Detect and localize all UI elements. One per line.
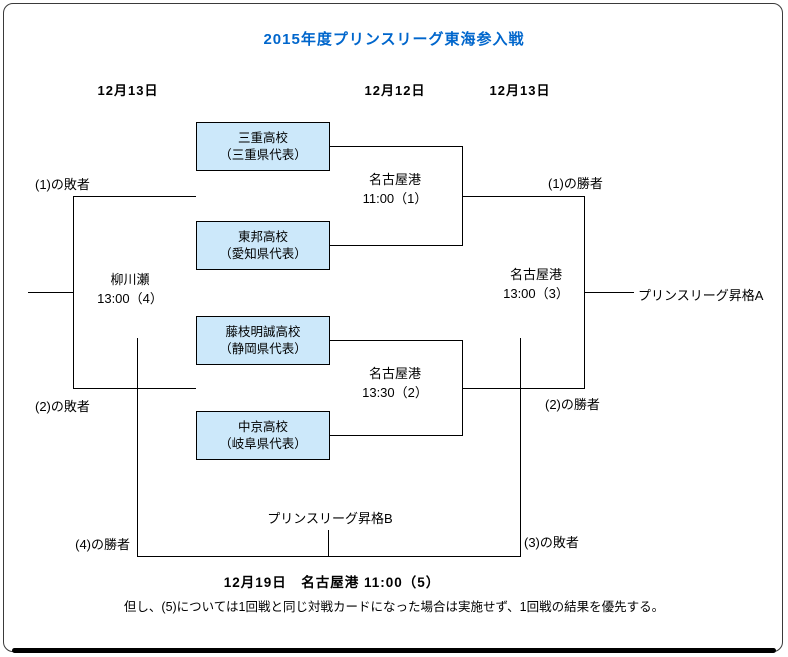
team-box-chukyo: 中京高校 （岐阜県代表） xyxy=(196,411,330,460)
connector-line-match2-top xyxy=(330,340,462,341)
connector-line-winner2-out xyxy=(462,388,584,389)
connector-line-loser2-out xyxy=(73,388,196,389)
match4-time: 13:00（4） xyxy=(97,291,163,306)
match4-info: 柳川瀬 13:00（4） xyxy=(65,270,195,308)
connector-line-promotion-a-out xyxy=(584,292,634,293)
connector-line-winner4-drop xyxy=(137,338,138,557)
team-prefecture: （岐阜県代表） xyxy=(219,436,307,451)
team-prefecture: （静岡県代表） xyxy=(219,341,307,356)
label-winner2: (2)の勝者 xyxy=(545,397,600,412)
team-box-fujieda-meisei: 藤枝明誠高校 （静岡県代表） xyxy=(196,316,330,365)
match1-time: 11:00（1） xyxy=(362,191,428,206)
team-prefecture: （愛知県代表） xyxy=(219,246,307,261)
team-name: 三重高校 xyxy=(237,130,288,145)
connector-line-promotion-b-tick xyxy=(328,530,329,557)
bottom-rule xyxy=(12,648,776,653)
connector-line-match1-bottom xyxy=(330,245,462,246)
label-loser2: (2)の敗者 xyxy=(35,399,90,414)
match2-info: 名古屋港 13:30（2） xyxy=(330,364,460,402)
team-prefecture: （三重県代表） xyxy=(219,147,307,162)
match3-info: 名古屋港 13:00（3） xyxy=(471,265,601,303)
match4-venue: 柳川瀬 xyxy=(110,272,150,287)
page-title: 2015年度プリンスリーグ東海参入戦 xyxy=(263,31,525,48)
label-loser3: (3)の敗者 xyxy=(524,535,579,550)
label-promotion-b: プリンスリーグ昇格B xyxy=(267,511,393,526)
connector-line-loser1-out xyxy=(73,196,196,197)
match2-venue: 名古屋港 xyxy=(368,366,421,381)
match2-time: 13:30（2） xyxy=(362,385,428,400)
footnote: 但し、(5)については1回戦と同じ対戦カードになった場合は実施せず、1回戦の結果… xyxy=(123,600,665,614)
team-name: 中京高校 xyxy=(237,419,288,434)
connector-line-match2-bottom xyxy=(330,435,462,436)
team-name: 東邦高校 xyxy=(237,229,288,244)
team-box-toho: 東邦高校 （愛知県代表） xyxy=(196,221,330,270)
date-header-left: 12月13日 xyxy=(97,83,159,98)
match1-info: 名古屋港 11:00（1） xyxy=(330,170,460,208)
label-loser1: (1)の敗者 xyxy=(35,177,90,192)
match1-venue: 名古屋港 xyxy=(368,172,421,187)
team-name: 藤枝明誠高校 xyxy=(225,324,301,339)
connector-line-loser3-drop xyxy=(520,338,521,557)
connector-line-match1-top xyxy=(330,146,462,147)
label-promotion-a: プリンスリーグ昇格A xyxy=(638,288,764,303)
match3-venue: 名古屋港 xyxy=(509,267,562,282)
label-winner1: (1)の勝者 xyxy=(548,176,603,191)
team-box-mie: 三重高校 （三重県代表） xyxy=(196,122,330,171)
date-header-center: 12月12日 xyxy=(364,83,426,98)
date-header-right: 12月13日 xyxy=(489,83,551,98)
connector-line-winner1-out xyxy=(462,196,584,197)
label-winner4: (4)の勝者 xyxy=(75,537,130,552)
connector-line-match4-vertical xyxy=(73,196,74,389)
connector-line-match4-out xyxy=(28,292,73,293)
match3-time: 13:00（3） xyxy=(503,286,569,301)
outer-border xyxy=(3,3,783,652)
connector-line-match5-bottom xyxy=(137,556,521,557)
match5-info: 12月19日 名古屋港 11:00（5） xyxy=(223,575,441,590)
